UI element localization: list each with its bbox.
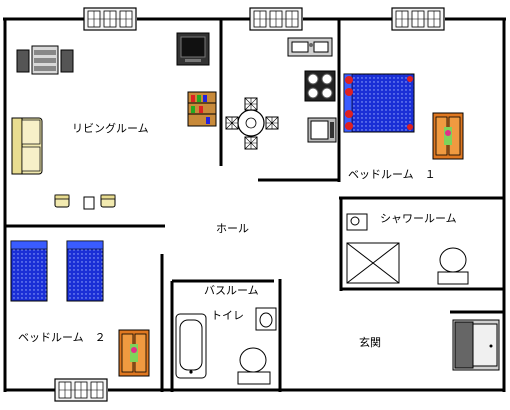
- window-top-1: [83, 7, 137, 31]
- microwave-icon: [307, 117, 337, 143]
- wardrobe-bedroom2: [118, 329, 150, 377]
- walls: [3, 17, 506, 392]
- label-bedroom-2: ベッドルーム ２: [18, 331, 106, 344]
- washbasin-icon: [255, 307, 277, 331]
- label-hall: ホール: [216, 222, 249, 235]
- shower-icon: [346, 213, 400, 284]
- double-bed-icon: [343, 73, 415, 133]
- window-top-3: [391, 7, 445, 31]
- single-bed-1-icon: [10, 240, 48, 302]
- label-entrance: 玄関: [359, 335, 381, 349]
- label-bedroom-1: ベッドルーム １: [348, 168, 436, 181]
- tv-icon: [176, 32, 210, 66]
- sink-icon: [287, 37, 333, 57]
- sofa-icon: [11, 117, 43, 175]
- armchair-right: [100, 194, 116, 208]
- dining-table-icon: [225, 97, 279, 150]
- stove-icon: [304, 70, 336, 102]
- label-bathroom: バスルーム: [204, 284, 259, 297]
- coffee-table-icon: [83, 196, 95, 210]
- stereo-icon: [16, 45, 74, 75]
- label-shower-room: シャワールーム: [380, 212, 457, 225]
- armchair-left: [54, 194, 70, 208]
- label-toilet: トイレ: [211, 309, 244, 322]
- toilet-shower-icon: [437, 247, 469, 285]
- toilet-icon: [237, 347, 271, 385]
- bookshelf-icon: [187, 91, 217, 127]
- wardrobe-bedroom1: [432, 112, 464, 160]
- window-top-2: [249, 7, 303, 31]
- single-bed-2-icon: [66, 240, 104, 302]
- front-door-icon: [452, 319, 500, 371]
- label-living-room: リビングルーム: [72, 121, 149, 135]
- window-bottom: [54, 378, 108, 402]
- bathtub-icon: [175, 313, 207, 379]
